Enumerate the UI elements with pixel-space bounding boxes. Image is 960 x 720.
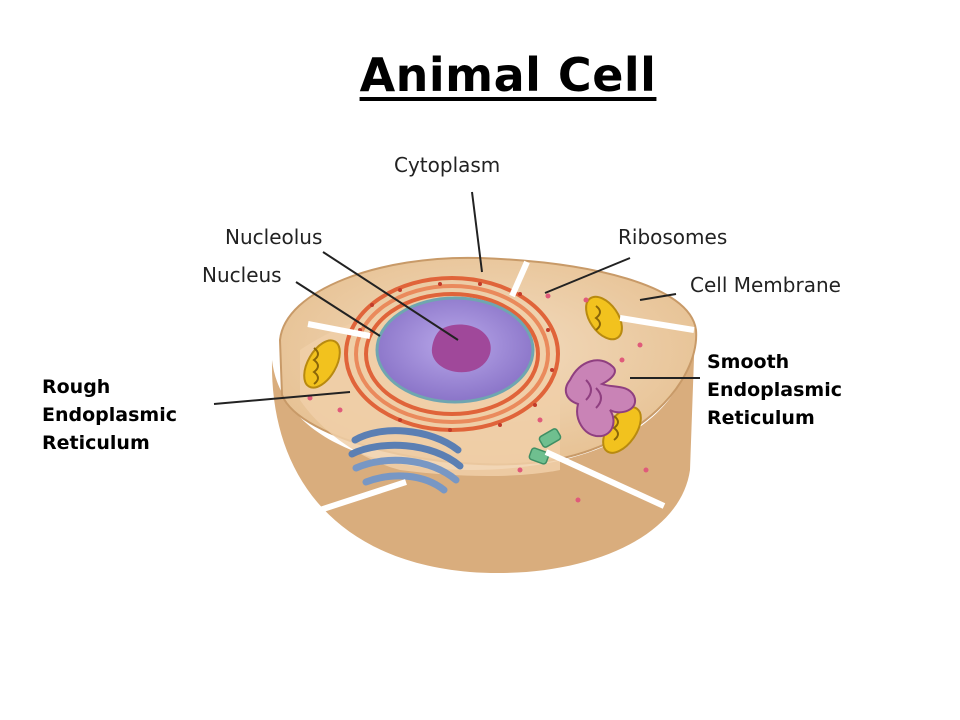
mitochondria bbox=[303, 295, 642, 454]
label-cell-membrane: Cell Membrane bbox=[690, 273, 841, 297]
label-nucleolus: Nucleolus bbox=[225, 225, 323, 249]
label-smooth-er-line1: Smooth bbox=[707, 351, 790, 373]
free-ribosomes bbox=[307, 293, 649, 503]
cell-body-side bbox=[271, 330, 695, 574]
rough-er-ribosome-dots bbox=[358, 282, 554, 432]
label-rough-er-line3: Reticulum bbox=[42, 432, 150, 454]
page-title: Animal Cell bbox=[359, 48, 657, 102]
label-rough-er-line2: Endoplasmic bbox=[42, 404, 177, 426]
label-smooth-er-line3: Reticulum bbox=[707, 407, 815, 429]
label-nucleus: Nucleus bbox=[202, 263, 282, 287]
label-smooth-er: Smooth Endoplasmic Reticulum bbox=[707, 348, 842, 432]
label-cytoplasm: Cytoplasm bbox=[394, 153, 501, 177]
label-smooth-er-line2: Endoplasmic bbox=[707, 379, 842, 401]
white-pointer-bars bbox=[307, 260, 695, 513]
label-rough-er: Rough Endoplasmic Reticulum bbox=[42, 373, 177, 457]
nucleolus-shape bbox=[431, 324, 491, 373]
label-rough-er-line1: Rough bbox=[42, 376, 111, 398]
leader-lines bbox=[213, 191, 700, 405]
label-ribosomes: Ribosomes bbox=[618, 225, 728, 249]
centriole bbox=[528, 428, 562, 465]
golgi-apparatus bbox=[348, 427, 464, 494]
smooth-er-shape bbox=[564, 359, 637, 438]
